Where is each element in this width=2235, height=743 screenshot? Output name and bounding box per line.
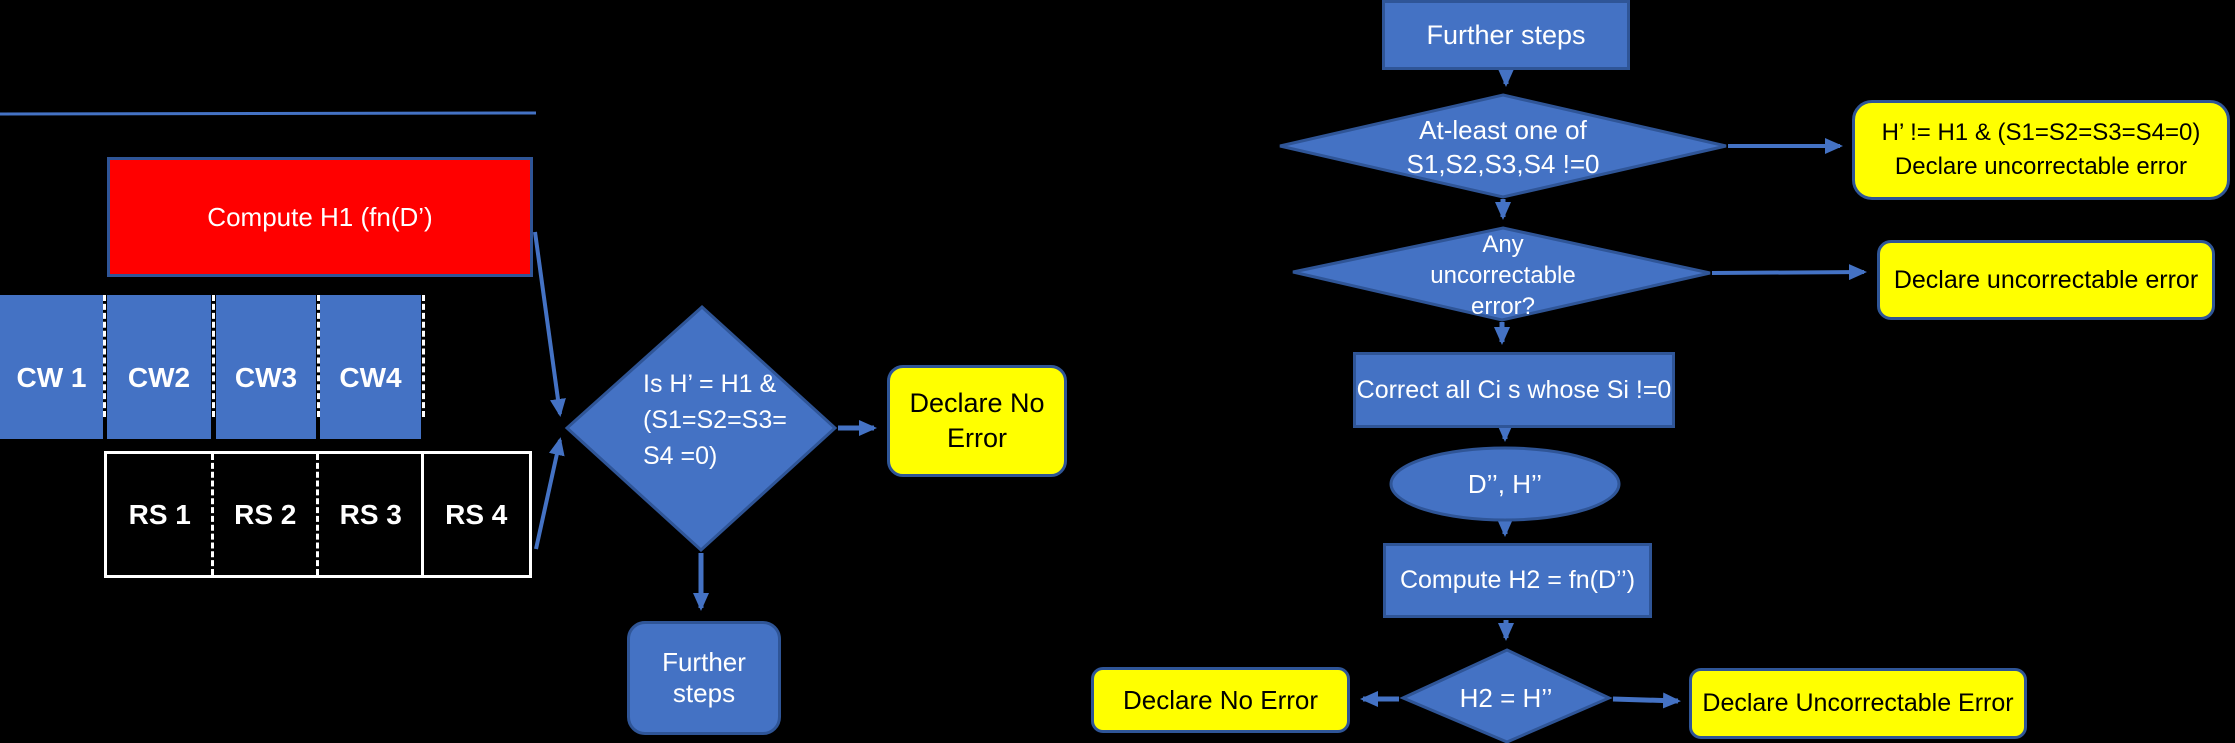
uncorrectable-error-box: Declare uncorrectable error — [1877, 240, 2215, 320]
correct-ci-label: Correct all Ci s whose Si !=0 — [1356, 375, 1672, 404]
decision-diamond-h1 — [564, 304, 838, 553]
further-steps-label: Further steps — [1426, 19, 1586, 50]
rs-cell-3: RS 3 — [318, 454, 424, 575]
compute-h1-box: Compute H1 (fn(D’) — [107, 157, 533, 277]
declare-no-error-box-left: Declare No Error — [887, 365, 1067, 477]
compute-h1-label: Compute H1 (fn(D’) — [207, 201, 433, 232]
decision-h2-label: H2 = H’’ — [1459, 683, 1553, 713]
compute-h2-box: Compute H2 = fn(D’’) — [1383, 543, 1652, 618]
rs-cell-2: RS 2 — [213, 454, 319, 575]
further-steps-box-left: Further steps — [627, 621, 781, 735]
correct-ci-box: Correct all Ci s whose Si !=0 — [1353, 352, 1675, 428]
cw-cell-3: CW3 — [216, 295, 316, 439]
rs-cell-label: RS 1 — [128, 498, 191, 530]
data-ellipse-label: D’’, H’’ — [1467, 469, 1543, 499]
cw-separator — [212, 295, 215, 417]
declare-no-error-label: Declare No Error — [909, 388, 1045, 453]
rs-separator — [316, 454, 319, 575]
rs-cell-4: RS 4 — [424, 454, 530, 575]
arrow-decision2-to-uncorrectable2 — [1711, 264, 1867, 281]
cw-cell-label: CW3 — [234, 362, 298, 393]
rs-cell-label: RS 3 — [339, 498, 402, 530]
data-ellipse — [1389, 446, 1621, 522]
decision-any-error-label: Any uncorrectable error? — [1430, 231, 1576, 320]
cw-cell-1: CW 1 — [0, 295, 103, 439]
cw-separator — [422, 295, 425, 417]
cw-cell-label: CW4 — [339, 362, 402, 393]
declare-uncorrectable-error-label: Declare Uncorrectable Error — [1702, 689, 2014, 717]
cw-cell-4: CW4 — [320, 295, 421, 439]
cw-cell-2: CW2 — [107, 295, 211, 439]
cw-separator — [103, 295, 106, 417]
decision-diamond-h2 — [1399, 648, 1613, 743]
uncorrectable-error-label: Declare uncorrectable error — [1893, 265, 2199, 294]
decision-h1-label: Is H’ = H1 & (S1=S2=S3= S4 =0) — [643, 370, 787, 470]
uncorrectable-syndrome-box: H’ != H1 & (S1=S2=S3=S4=0) Declare uncor… — [1852, 100, 2230, 200]
cw-separator — [317, 295, 320, 417]
arrow-rs4-to-decision — [534, 437, 565, 550]
decision-diamond-any-error — [1292, 226, 1711, 322]
further-steps-box-top: Further steps — [1382, 0, 1630, 70]
further-steps-label: Further steps — [662, 647, 746, 708]
rs-cell-label: RS 2 — [234, 498, 297, 530]
uncorrectable-syndrome-label: H’ != H1 & (S1=S2=S3=S4=0) Declare uncor… — [1881, 119, 2201, 180]
declare-uncorrectable-error-box-bottom: Declare Uncorrectable Error — [1689, 668, 2027, 739]
top-rule-line — [0, 111, 537, 116]
declare-no-error-box-bottom: Declare No Error — [1091, 667, 1350, 733]
cw-cell-label: CW2 — [127, 362, 191, 393]
cw-cell-label: CW 1 — [16, 362, 87, 393]
rs-grid: RS 1 RS 2 RS 3 RS 4 — [104, 451, 532, 578]
decision-syndrome-label: At-least one of S1,S2,S3,S4 !=0 — [1406, 115, 1600, 179]
rs-cell-1: RS 1 — [107, 454, 213, 575]
rs-separator — [421, 454, 424, 575]
compute-h2-label: Compute H2 = fn(D’’) — [1399, 566, 1636, 594]
arrow-computeh1-to-decision — [533, 231, 566, 417]
decision-diamond-syndrome — [1279, 93, 1727, 199]
declare-no-error-label: Declare No Error — [1122, 684, 1319, 715]
arrow-decision3-to-uncorrectable — [1612, 692, 1681, 709]
rs-separator — [211, 454, 214, 575]
rs-cell-label: RS 4 — [445, 498, 508, 530]
